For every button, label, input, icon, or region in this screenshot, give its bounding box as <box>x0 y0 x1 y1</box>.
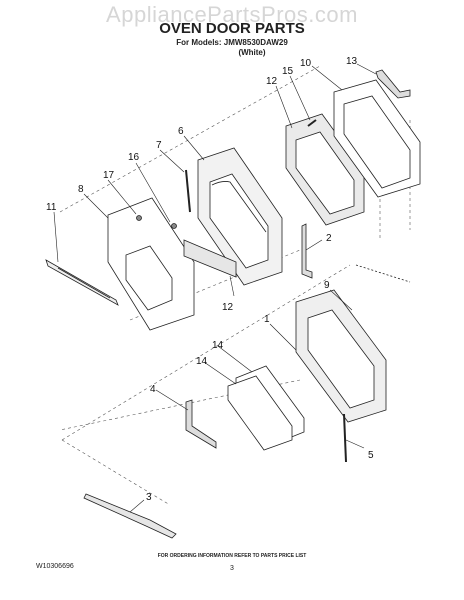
callout-12-lower: 12 <box>222 302 234 313</box>
door-handle <box>45 259 119 306</box>
callout-2: 2 <box>326 233 332 244</box>
callout-14-b: 14 <box>196 356 208 367</box>
variant-line: (White) <box>238 48 266 57</box>
gasket-9 <box>355 264 411 283</box>
document-id: W10306696 <box>36 563 74 570</box>
callout-7: 7 <box>156 140 162 151</box>
callout-9: 9 <box>324 280 330 291</box>
outer-glass <box>333 79 421 198</box>
screw-17 <box>136 215 142 221</box>
callout-15: 15 <box>282 66 294 77</box>
watermark: AppliancePartsPros.com <box>106 2 358 27</box>
callout-8: 8 <box>78 184 84 195</box>
page-title: OVEN DOOR PARTS <box>159 20 305 37</box>
model-line: For Models: JMW8530DAW29 <box>176 38 288 47</box>
glass-pane-b <box>227 375 293 451</box>
callout-1: 1 <box>264 314 270 325</box>
front-glass-panel <box>107 197 195 331</box>
clip-15 <box>307 119 317 127</box>
leader-lines <box>53 63 377 513</box>
screw-16 <box>171 223 177 229</box>
bottom-trim-3 <box>83 493 177 539</box>
callout-12-upper: 12 <box>266 76 278 87</box>
hinge-bracket-4 <box>185 399 217 449</box>
callout-3: 3 <box>146 492 152 503</box>
callouts: 13 10 15 12 6 7 16 17 8 11 2 12 9 1 14 1… <box>46 56 374 503</box>
callout-16: 16 <box>128 152 140 163</box>
callout-14-a: 14 <box>212 340 224 351</box>
door-liner <box>295 289 387 423</box>
callout-6: 6 <box>178 126 184 137</box>
callout-5: 5 <box>368 450 374 461</box>
page-number: 3 <box>230 565 234 572</box>
bracket-2 <box>301 223 313 279</box>
callout-11: 11 <box>46 202 57 213</box>
door-frame-inner <box>197 147 283 286</box>
ordering-info: FOR ORDERING INFORMATION REFER TO PARTS … <box>157 553 307 559</box>
trim-strip <box>183 239 237 278</box>
callout-17: 17 <box>103 170 115 181</box>
bracket-13 <box>375 69 411 99</box>
callout-13: 13 <box>346 56 358 67</box>
callout-4: 4 <box>150 384 156 395</box>
pin-5 <box>343 413 347 463</box>
callout-10: 10 <box>300 58 312 69</box>
hinge-rod <box>185 169 191 213</box>
inner-door-panel <box>285 113 365 226</box>
